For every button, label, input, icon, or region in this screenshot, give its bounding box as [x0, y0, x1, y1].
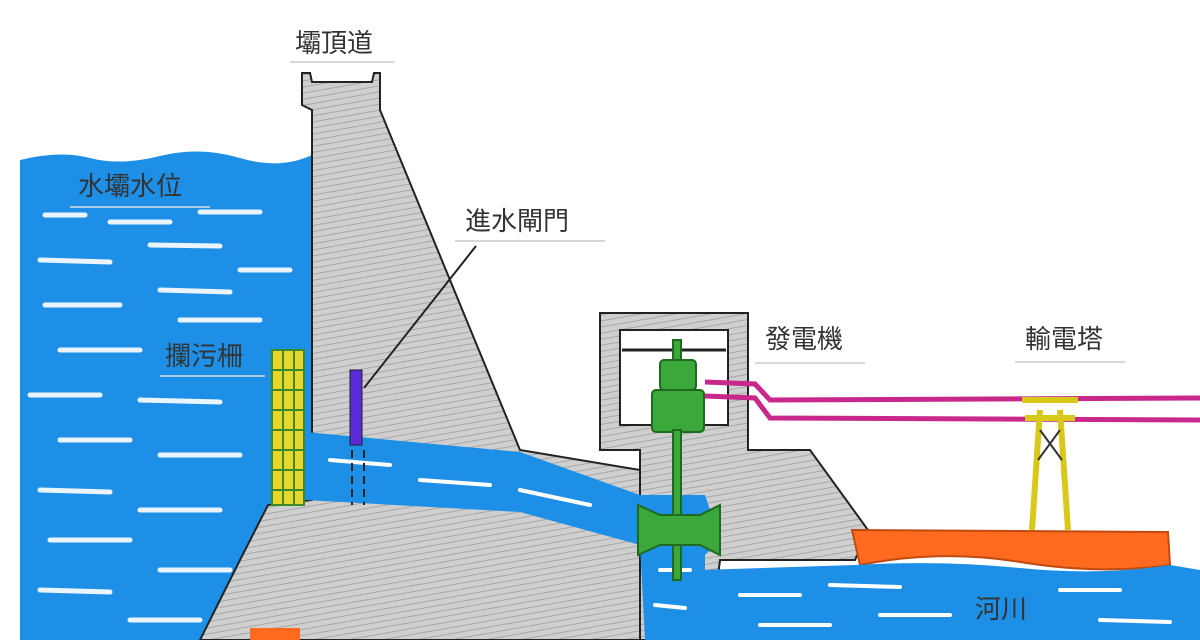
river-water	[690, 563, 1200, 640]
trash-rack	[271, 349, 305, 506]
penstock-water	[305, 432, 720, 640]
intake-gate	[349, 369, 363, 446]
reservoir-water	[20, 151, 312, 640]
label-reservoir-level: 水壩水位	[78, 172, 182, 202]
river-bank	[850, 528, 1172, 571]
label-crest-road: 壩頂道	[295, 29, 373, 59]
intake-gate-leader	[363, 245, 477, 389]
label-intake-gate: 進水閘門	[465, 207, 569, 237]
label-river: 河川	[975, 595, 1027, 625]
generator	[637, 339, 721, 581]
label-transmission-tower: 輸電塔	[1025, 325, 1103, 355]
label-trash-rack: 攔污柵	[165, 342, 243, 372]
power-lines	[704, 379, 1200, 423]
foundation-rock	[250, 628, 300, 640]
transmission-tower	[1022, 397, 1078, 531]
label-generator: 發電機	[765, 325, 843, 355]
